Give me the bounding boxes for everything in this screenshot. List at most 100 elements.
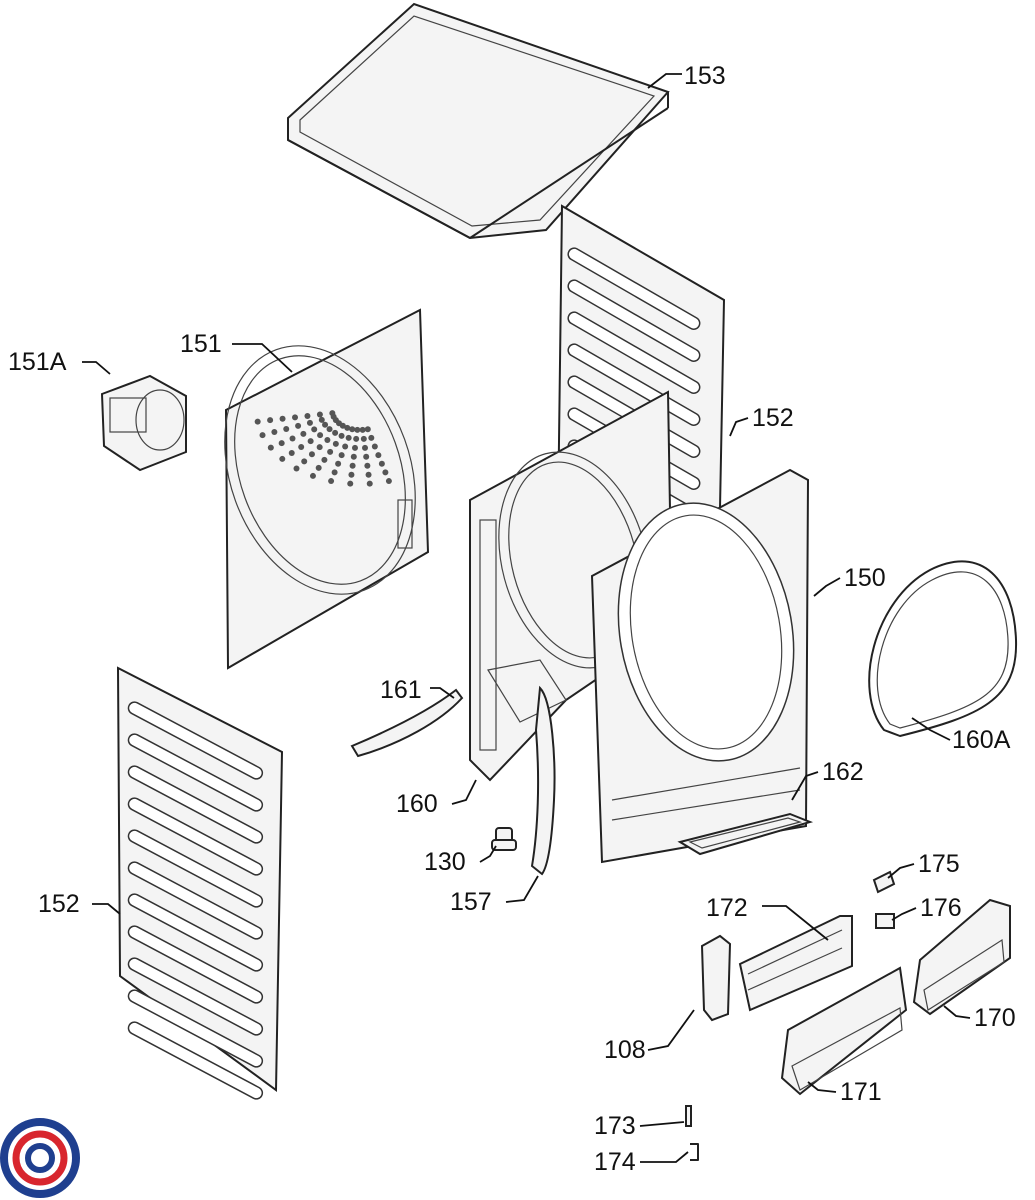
vent-hole — [363, 453, 370, 460]
part-150-front-panel — [590, 468, 810, 864]
vent-hole — [259, 432, 266, 439]
part-172 — [738, 915, 853, 1012]
vent-hole — [327, 448, 334, 455]
vent-hole — [354, 426, 361, 433]
vent-hole — [271, 429, 278, 436]
panel-rib — [127, 925, 264, 1004]
vent-hole — [360, 435, 367, 442]
vent-hole — [364, 462, 371, 469]
label-161: 161 — [380, 676, 422, 704]
vent-hole — [326, 426, 333, 433]
vent-hole — [332, 440, 339, 447]
vent-hole — [254, 418, 261, 425]
vent-hole — [293, 465, 300, 472]
label-171: 171 — [840, 1078, 882, 1106]
panel-rib — [127, 829, 264, 908]
label-151A: 151A — [8, 348, 67, 376]
vent-hole — [301, 458, 308, 465]
label-130: 130 — [424, 848, 466, 876]
vent-hole — [321, 456, 328, 463]
vent-hole — [353, 435, 360, 442]
part-162 — [677, 812, 814, 856]
vent-hole — [317, 432, 324, 439]
vent-hole — [362, 444, 369, 451]
panel-rib — [567, 247, 701, 330]
vent-hole — [328, 478, 335, 485]
vent-hole — [292, 414, 299, 421]
vent-hole — [307, 438, 314, 445]
part-171 — [780, 966, 908, 1096]
vent-hole — [349, 462, 356, 469]
vent-hole — [366, 480, 373, 487]
vent-hole — [279, 455, 286, 462]
label-175: 175 — [918, 850, 960, 878]
vent-hole — [347, 480, 354, 487]
vent-hole — [331, 469, 338, 476]
vent-hole — [350, 453, 357, 460]
panel-rib — [127, 765, 264, 844]
vent-hole — [315, 464, 322, 471]
vent-hole — [378, 460, 385, 467]
label-160: 160 — [396, 790, 438, 818]
vent-hole — [316, 411, 323, 418]
vent-hole — [345, 434, 352, 441]
vent-hole — [349, 426, 356, 433]
vent-hole — [311, 426, 318, 433]
panel-rib — [127, 957, 264, 1036]
part-152-left-side-panel — [116, 666, 284, 1100]
label-152-top: 152 — [752, 404, 794, 432]
label-157: 157 — [450, 888, 492, 916]
vent-hole — [351, 444, 358, 451]
part-170 — [912, 898, 1011, 1016]
vent-hole — [278, 440, 285, 447]
vent-hole — [338, 432, 345, 439]
vent-hole — [368, 434, 375, 441]
vent-hole — [332, 429, 339, 436]
panel-rib — [567, 279, 701, 362]
vent-hole — [348, 471, 355, 478]
vent-hole — [371, 443, 378, 450]
panel-rib — [127, 893, 264, 972]
part-151-rear-panel — [224, 308, 430, 670]
vent-hole — [316, 444, 323, 451]
panel-rib — [127, 989, 264, 1068]
vent-hole — [267, 417, 274, 424]
part-160A-gasket — [868, 560, 1018, 737]
circular-brand-logo-icon — [0, 1118, 80, 1198]
panel-rib — [127, 733, 264, 812]
vent-hole — [365, 471, 372, 478]
vent-hole — [375, 452, 382, 459]
vent-hole — [318, 416, 325, 423]
vent-hole — [289, 435, 296, 442]
label-176: 176 — [920, 894, 962, 922]
panel-rib — [567, 311, 701, 394]
label-174: 174 — [594, 1148, 636, 1176]
part-153-top-cover — [287, 2, 670, 240]
panel-rib — [127, 701, 264, 780]
label-153: 153 — [684, 62, 726, 90]
part-151A-duct — [100, 374, 187, 472]
vent-hole — [300, 430, 307, 437]
vent-hole — [295, 422, 302, 429]
label-151: 151 — [180, 330, 222, 358]
part-161 — [350, 688, 464, 758]
vent-hole — [304, 412, 311, 419]
vent-hole — [267, 444, 274, 451]
part-130-foot — [491, 827, 517, 851]
vent-hole — [382, 469, 389, 476]
vent-hole — [385, 478, 392, 485]
leader-lines — [82, 73, 971, 1163]
label-162: 162 — [822, 758, 864, 786]
panel-rib — [127, 797, 264, 876]
vent-hole — [324, 437, 331, 444]
vent-hole — [359, 426, 366, 433]
vent-hole — [364, 426, 371, 433]
panel-rib — [127, 861, 264, 940]
label-150: 150 — [844, 564, 886, 592]
vent-hole — [283, 425, 290, 432]
vent-hole — [335, 460, 342, 467]
part-173 — [685, 1105, 692, 1127]
vent-hole — [338, 452, 345, 459]
vent-hole — [279, 415, 286, 422]
